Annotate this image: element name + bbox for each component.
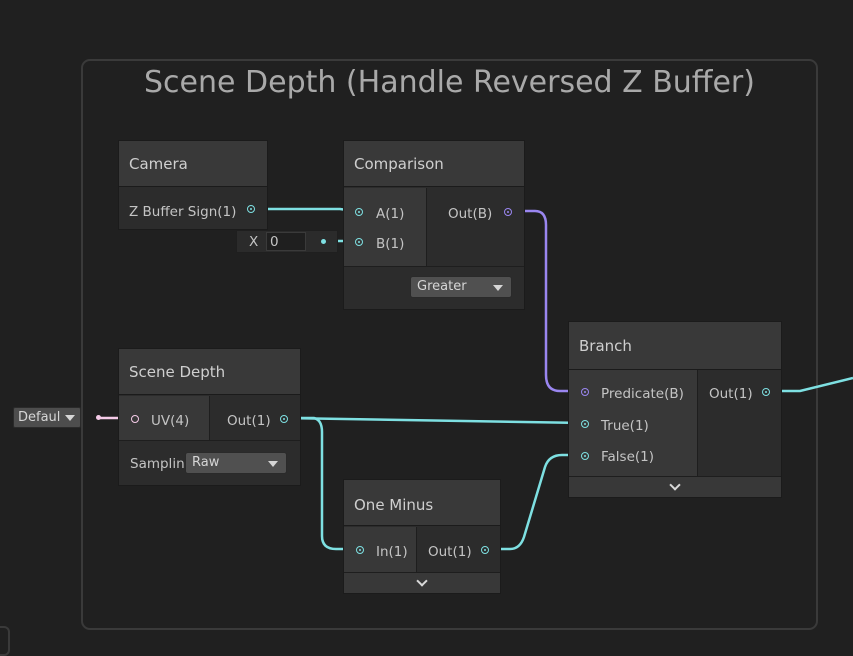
branch-node-header[interactable]: Branch (569, 322, 781, 370)
sampling-label: Samplin (130, 456, 185, 472)
zbuffer-sign-label: Z Buffer Sign(1) (129, 204, 237, 220)
camera-node[interactable]: Camera Z Buffer Sign(1) (118, 140, 268, 230)
x-field-label: X (249, 234, 259, 250)
branch-inputs-panel (569, 370, 697, 476)
scene-depth-node-header[interactable]: Scene Depth (119, 349, 300, 395)
predicate-label: Predicate(B) (601, 386, 684, 402)
scene-depth-settings-divider (119, 440, 300, 441)
triangle-down-icon (65, 415, 75, 421)
comparison-out-port[interactable] (504, 208, 512, 216)
x-value-input[interactable]: 0 (266, 232, 306, 251)
comparison-node-title: Comparison (354, 155, 444, 173)
one-minus-node-header[interactable]: One Minus (344, 480, 500, 526)
uv-default-port-dot (96, 415, 101, 420)
true-port[interactable] (581, 420, 589, 428)
comparison-b-label: B(1) (376, 236, 405, 252)
uv-default-dropdown[interactable]: Defaul (13, 407, 81, 428)
comparison-divider (426, 188, 427, 266)
comparison-node[interactable]: Comparison A(1) B(1) Out(B) Greater (343, 140, 525, 310)
comparison-b-inline-field[interactable]: X 0 (236, 230, 338, 253)
zbuffer-sign-port[interactable] (247, 205, 255, 213)
one-minus-node-title: One Minus (354, 496, 434, 514)
wire-oneminus-to-false (484, 453, 585, 551)
false-label: False(1) (601, 449, 655, 465)
branch-node[interactable]: Branch Predicate(B) True(1) False(1) Out… (568, 321, 782, 498)
branch-divider (697, 370, 698, 476)
branch-out-port[interactable] (762, 388, 770, 396)
comparison-type-dropdown[interactable]: Greater (410, 276, 512, 298)
x-value-text: 0 (270, 234, 279, 250)
true-label: True(1) (601, 418, 649, 434)
uv-port[interactable] (131, 415, 139, 423)
triangle-down-icon (268, 461, 278, 467)
wire-depth-to-oneminus (300, 416, 359, 551)
one-minus-in-port[interactable] (356, 546, 364, 554)
camera-node-header[interactable]: Camera (119, 141, 267, 187)
group-title[interactable]: Scene Depth (Handle Reversed Z Buffer) (144, 65, 755, 100)
comparison-a-label: A(1) (376, 206, 405, 222)
comparison-out-label: Out(B) (448, 206, 493, 222)
chevron-down-icon (416, 575, 428, 587)
comparison-type-value: Greater (417, 279, 467, 294)
wire-compare-to-predicate (508, 209, 585, 393)
comparison-settings-divider (344, 266, 524, 267)
scene-depth-out-port[interactable] (280, 415, 288, 423)
scene-depth-divider (209, 396, 210, 440)
one-minus-out-label: Out(1) (428, 544, 472, 560)
wire-depth-to-true (283, 416, 586, 425)
uv-default-value: Defaul (18, 410, 61, 425)
false-port[interactable] (581, 452, 589, 460)
one-minus-out-port[interactable] (481, 546, 489, 554)
scene-depth-node-title: Scene Depth (129, 363, 226, 381)
comparison-inputs-panel (344, 188, 426, 266)
one-minus-node[interactable]: One Minus In(1) Out(1) (343, 479, 501, 594)
x-field-port-dot (321, 239, 326, 244)
sampling-dropdown[interactable]: Raw (185, 452, 287, 474)
one-minus-in-label: In(1) (376, 544, 408, 560)
one-minus-divider (416, 527, 417, 573)
chevron-down-icon (669, 479, 681, 491)
branch-expand-bar[interactable] (569, 476, 781, 497)
comparison-b-port[interactable] (355, 238, 363, 246)
branch-out-label: Out(1) (709, 386, 753, 402)
scene-depth-node[interactable]: Scene Depth UV(4) Out(1) Samplin Raw (118, 348, 301, 486)
one-minus-expand-bar[interactable] (344, 572, 500, 593)
camera-node-title: Camera (129, 155, 188, 173)
comparison-a-port[interactable] (355, 208, 363, 216)
triangle-down-icon (493, 285, 503, 291)
comparison-node-header[interactable]: Comparison (344, 141, 524, 187)
scene-depth-out-label: Out(1) (227, 413, 271, 429)
branch-node-title: Branch (579, 337, 632, 355)
uv-label: UV(4) (151, 413, 190, 429)
predicate-port[interactable] (581, 388, 589, 396)
sampling-value: Raw (192, 455, 220, 470)
group-frame[interactable]: Scene Depth (Handle Reversed Z Buffer) (81, 59, 818, 630)
